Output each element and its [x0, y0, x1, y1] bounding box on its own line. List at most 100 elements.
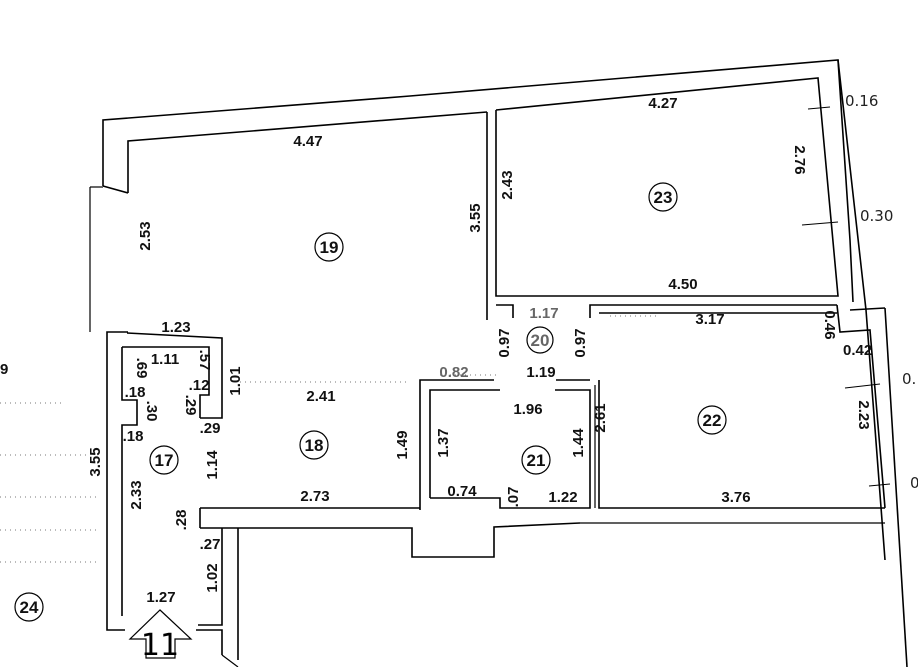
room-17-top — [126, 332, 223, 419]
room-number: 21 — [527, 451, 546, 470]
room-number: 19 — [320, 238, 339, 257]
dim-label: .57 — [196, 350, 213, 371]
inner-wall-top-19 — [127, 111, 488, 193]
room-18-17-walls — [106, 331, 581, 667]
room-circle — [299, 430, 329, 460]
outer-wall-step — [849, 307, 886, 311]
dim-label: 0.46 — [821, 310, 838, 339]
dim-label: 1.27 — [146, 589, 175, 606]
entrance-number: 11 — [141, 628, 179, 663]
room-circle — [314, 232, 344, 262]
dim-label: 1.19 — [526, 364, 555, 381]
dim-label: 2.41 — [306, 388, 335, 405]
entrance-arrow-icon — [128, 609, 193, 659]
room-17-inner-left — [121, 347, 138, 616]
dim-label: .27 — [200, 536, 221, 553]
dim-label: 0.30 — [860, 207, 893, 225]
room-20-walls — [440, 304, 837, 376]
dim-label: 0.82 — [439, 364, 468, 381]
dim-label: 9 — [0, 361, 8, 378]
outer-wall-top — [102, 59, 854, 303]
dim-label: 1.17 — [529, 305, 558, 322]
room-21-inner — [430, 389, 591, 509]
dim-label: 1.49 — [394, 430, 411, 459]
dim-label: .18 — [123, 428, 144, 445]
dim-label: 1.02 — [204, 563, 221, 592]
dim-label: .18 — [125, 384, 146, 401]
room-20-label: 20 — [526, 326, 554, 354]
dim-label: 4.27 — [648, 95, 677, 112]
dim-label: 2.53 — [137, 221, 154, 250]
dim-label: 0.16 — [845, 92, 878, 110]
dim-label: 2.33 — [128, 480, 145, 509]
room-21-outer-left — [419, 379, 494, 510]
room-17-right-lower — [198, 528, 223, 626]
room-22-right — [836, 304, 886, 509]
dim-label: 3.55 — [87, 447, 104, 476]
room-number: 22 — [703, 411, 722, 430]
room-23-outline — [495, 77, 839, 297]
dim-label: .29 — [182, 395, 199, 416]
room-number: 18 — [305, 436, 324, 455]
room-22-outline — [598, 380, 885, 509]
dim-label: 1.14 — [204, 450, 221, 480]
room-circle — [521, 445, 551, 475]
room-circle — [648, 182, 678, 212]
room-22-label: 22 — [697, 405, 727, 435]
room-labels: 19 23 20 22 21 18 17 24 — [14, 182, 727, 622]
room-number: 23 — [654, 188, 673, 207]
room-21-inner-left — [429, 389, 500, 498]
dim-label: 0.74 — [447, 483, 477, 500]
room-23-label: 23 — [648, 182, 678, 212]
dim-label: 1.96 — [513, 401, 542, 418]
room-23-walls — [486, 77, 839, 320]
dim-label: 2.43 — [499, 170, 516, 199]
dimension-labels: 4.47 2.53 3.55 4.27 2.43 2.76 4.50 0.16 … — [0, 92, 918, 606]
entrance-arrow: 11 — [128, 609, 193, 663]
room-circle — [526, 326, 554, 354]
room-24-label: 24 — [14, 592, 44, 622]
dim-tick — [844, 383, 881, 389]
entry-wall-right — [196, 629, 223, 655]
wall-corner — [102, 185, 129, 194]
room-number: 20 — [531, 331, 550, 350]
dim-label: 0 — [910, 474, 918, 492]
dim-label: 1.37 — [435, 428, 452, 457]
room-18-label: 18 — [299, 430, 329, 460]
room-19-label: 19 — [314, 232, 344, 262]
room-17-label: 17 — [149, 445, 179, 475]
dim-label: 0.97 — [572, 328, 589, 357]
dim-label: .29 — [200, 420, 221, 437]
room-20-wall-right — [589, 304, 837, 318]
room-17-inner-top — [122, 346, 210, 418]
dim-label: .07 — [505, 487, 522, 508]
room-21-walls — [419, 379, 591, 510]
dim-label: 3.76 — [721, 489, 750, 506]
wall-lower — [200, 522, 581, 558]
room-22-walls — [580, 304, 891, 524]
diag-mark — [221, 654, 239, 667]
dim-label: 1.22 — [548, 489, 577, 506]
room-circle — [697, 405, 727, 435]
dim-label: 1.01 — [227, 366, 244, 395]
dim-label: 0.42 — [843, 342, 872, 359]
dim-label: .12 — [189, 377, 210, 394]
room-17-outer-left — [106, 331, 128, 631]
room-circle — [149, 445, 179, 475]
dim-label: 2.23 — [855, 400, 872, 429]
dim-label: 4.50 — [668, 276, 697, 293]
outer-wall-right — [837, 59, 886, 561]
dim-label: 0. — [902, 370, 916, 388]
dim-label: 3.17 — [695, 311, 724, 328]
dim-label: 1.11 — [151, 351, 179, 368]
dim-label: 1.44 — [570, 428, 587, 458]
dim-label: 3.55 — [467, 203, 484, 232]
room-21-label: 21 — [521, 445, 551, 475]
left-area-marks — [0, 381, 410, 563]
dim-tick — [807, 106, 831, 110]
room-number: 24 — [20, 598, 39, 617]
outer-wall-right-lower — [884, 307, 908, 667]
dim-label: 2.76 — [791, 145, 808, 174]
dim-label: .69 — [133, 358, 150, 379]
